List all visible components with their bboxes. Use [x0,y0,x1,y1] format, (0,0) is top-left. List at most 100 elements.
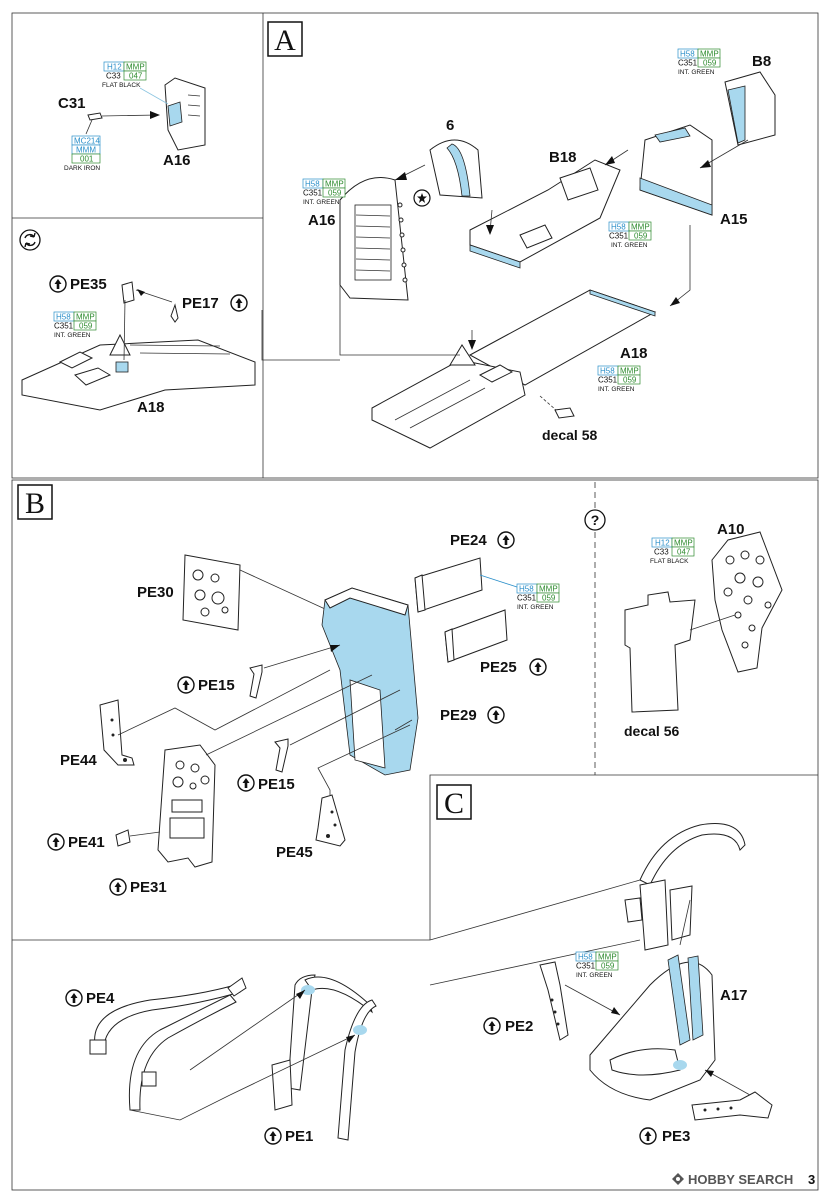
label-pe29: PE29 [440,707,477,724]
label-pe41: PE41 [68,834,105,851]
svg-text:C351: C351 [303,189,323,198]
label-pe4: PE4 [86,990,115,1007]
star-icon [413,189,431,207]
label-c31: C31 [58,95,86,112]
label-pe1: PE1 [285,1128,313,1145]
photo-etch-pe29-icon [487,706,505,724]
part-pe15b [274,738,289,773]
svg-text:C351: C351 [609,232,629,241]
svg-text:INT. GREEN: INT. GREEN [678,69,715,76]
svg-text:059: 059 [623,376,637,385]
part-pe2 [539,961,569,1041]
label-pe45: PE45 [276,844,313,861]
svg-text:C351: C351 [54,322,74,331]
section-c-letter: C [444,787,464,820]
part-a16 [339,177,409,301]
svg-text:INT. GREEN: INT. GREEN [576,972,613,979]
watermark-text: HOBBY SEARCH [688,1172,793,1187]
photo-etch-pe35-icon [49,275,67,293]
color-chip-int-green-2: H58 MMP C351 059 INT. GREEN [302,178,346,206]
part-pe30 [182,554,241,631]
belts-panel: PE4 PE1 [65,974,377,1145]
svg-text:MMP: MMP [76,313,95,322]
svg-text:C33: C33 [106,72,121,81]
svg-text:047: 047 [677,548,691,557]
color-chip-int-green-4: H58 MMP C351 059 INT. GREEN [677,48,721,76]
svg-text:C351: C351 [598,376,618,385]
label-pe17: PE17 [182,295,219,312]
photo-etch-pe31-icon [109,878,127,896]
svg-text:MMP: MMP [700,50,719,59]
color-chip-dark-iron: MC214 MMM 001 DARK IRON [64,119,100,172]
svg-text:MMP: MMP [620,367,639,376]
svg-text:C351: C351 [678,59,698,68]
label-a18: A18 [620,345,648,362]
decal-58-shape [554,407,575,419]
svg-text:MMM: MMM [76,146,96,155]
part-pe3 [691,1091,773,1121]
photo-etch-pe15a-icon [177,676,195,694]
label-pe25: PE25 [480,659,517,676]
label-a16-inset: A16 [163,152,191,169]
svg-text:FLAT BLACK: FLAT BLACK [102,82,141,89]
svg-text:059: 059 [703,59,717,68]
svg-text:FLAT BLACK: FLAT BLACK [650,558,689,565]
svg-text:H12: H12 [655,539,670,548]
watermark: HOBBY SEARCH 3 [672,1172,815,1187]
svg-text:MMP: MMP [598,953,617,962]
label-pe2: PE2 [505,1018,533,1035]
question-icon: ? [584,509,606,531]
svg-text:059: 059 [79,322,93,331]
label-a15: A15 [720,211,748,228]
svg-text:H58: H58 [519,585,534,594]
part-a16-small [164,77,206,151]
inset-pe35: PE35 PE17 A18 [19,229,256,416]
color-chip-int-green-1: H58 MMP C351 059 INT. GREEN [53,311,97,339]
svg-text:H58: H58 [611,223,626,232]
photo-etch-pe1-icon [264,1127,282,1145]
svg-text:MMP: MMP [325,180,344,189]
hobby-search-logo-icon [672,1173,684,1185]
svg-text:MMP: MMP [674,539,693,548]
part-harness-top [639,823,746,886]
svg-text:C33: C33 [654,548,669,557]
part-pe1-strap-b [337,999,377,1141]
svg-text:INT. GREEN: INT. GREEN [517,604,554,611]
section-a-marker: A [267,21,303,57]
label-a16: A16 [308,212,336,229]
svg-text:MMP: MMP [539,585,558,594]
label-a10: A10 [717,521,745,538]
color-chip-int-green-3: H58 MMP C351 059 INT. GREEN [608,221,652,249]
photo-etch-pe25-icon [529,658,547,676]
label-pe15b: PE15 [258,776,295,793]
part-b18 [469,159,621,263]
frame-lines [11,12,819,1191]
svg-text:INT. GREEN: INT. GREEN [54,332,91,339]
svg-text:059: 059 [328,189,342,198]
label-pe24: PE24 [450,532,487,549]
svg-text:059: 059 [601,962,615,971]
photo-etch-pe24-icon [497,531,515,549]
svg-text:047: 047 [129,72,143,81]
color-chip-int-green-6: H58 MMP C351 059 INT. GREEN [516,583,560,611]
part-pe15a [249,664,263,699]
svg-text:H58: H58 [600,367,615,376]
section-c-marker: C [436,784,472,820]
svg-text:INT. GREEN: INT. GREEN [303,199,340,206]
color-chip-int-green-7: H58 MMP C351 059 INT. GREEN [575,951,619,979]
svg-text:DARK IRON: DARK IRON [64,165,100,172]
svg-text:H58: H58 [680,50,695,59]
svg-text:H12: H12 [107,63,122,72]
label-decal-58: decal 58 [542,427,597,443]
svg-text:C351: C351 [576,962,596,971]
photo-etch-pe2-icon [483,1017,501,1035]
part-pe1-strap-a [287,974,316,1091]
part-c31 [87,112,103,121]
svg-text:H58: H58 [56,313,71,322]
photo-etch-pe3-icon [639,1127,657,1145]
label-pe35: PE35 [70,276,107,293]
svg-text:001: 001 [80,155,94,164]
part-pe24 [414,557,483,613]
label-b18: B18 [549,149,577,166]
